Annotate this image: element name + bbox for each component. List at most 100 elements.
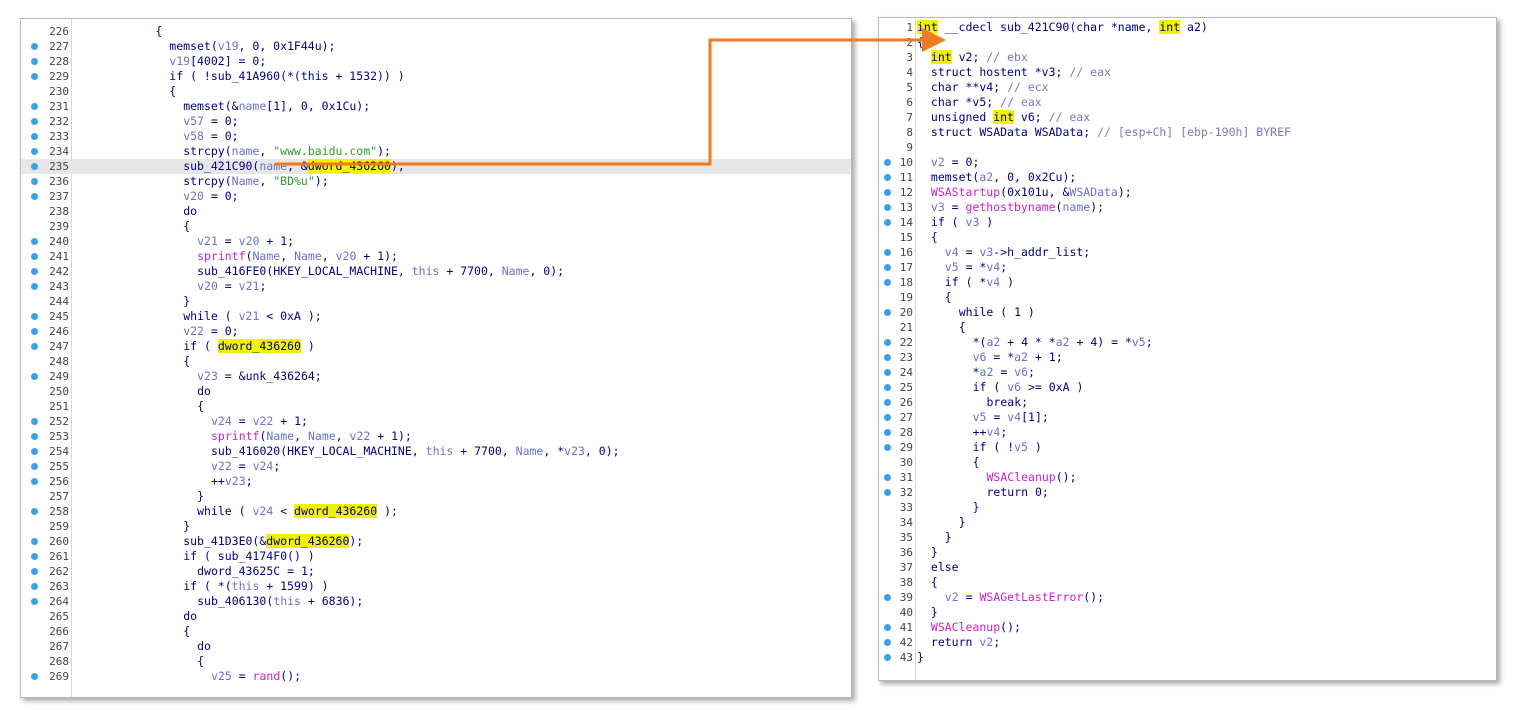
breakpoint-dot-icon[interactable] [884, 219, 891, 226]
code-line-9[interactable]: 9 [879, 140, 1496, 155]
breakpoint-dot-icon[interactable] [884, 474, 891, 481]
breakpoint-dot-icon[interactable] [31, 478, 38, 485]
code-line-34[interactable]: 34} [879, 515, 1496, 530]
breakpoint-dot-icon[interactable] [884, 594, 891, 601]
breakpoint-dot-icon[interactable] [884, 309, 891, 316]
breakpoint-dot-icon[interactable] [884, 624, 891, 631]
breakpoint-dot-icon[interactable] [31, 43, 38, 50]
code-line-19[interactable]: 19{ [879, 290, 1496, 305]
breakpoint-dot-icon[interactable] [884, 279, 891, 286]
code-line-33[interactable]: 33} [879, 500, 1496, 515]
breakpoint-dot-icon[interactable] [884, 654, 891, 661]
breakpoint-dot-icon[interactable] [884, 264, 891, 271]
code-line-266[interactable]: 266{ [21, 624, 851, 639]
code-line-259[interactable]: 259} [21, 519, 851, 534]
code-line-251[interactable]: 251{ [21, 399, 851, 414]
breakpoint-dot-icon[interactable] [31, 553, 38, 560]
breakpoint-dot-icon[interactable] [884, 489, 891, 496]
code-line-2[interactable]: 2{ [879, 35, 1496, 50]
code-line-43[interactable]: 43} [879, 650, 1496, 665]
breakpoint-dot-icon[interactable] [31, 163, 38, 170]
breakpoint-dot-icon[interactable] [31, 268, 38, 275]
breakpoint-dot-icon[interactable] [31, 148, 38, 155]
code-line-21[interactable]: 21{ [879, 320, 1496, 335]
breakpoint-dot-icon[interactable] [884, 354, 891, 361]
breakpoint-dot-icon[interactable] [31, 448, 38, 455]
code-line-248[interactable]: 248{ [21, 354, 851, 369]
breakpoint-dot-icon[interactable] [884, 189, 891, 196]
breakpoint-dot-icon[interactable] [31, 253, 38, 260]
code-token[interactable]: int [930, 50, 952, 64]
breakpoint-dot-icon[interactable] [31, 418, 38, 425]
breakpoint-dot-icon[interactable] [31, 103, 38, 110]
breakpoint-dot-icon[interactable] [884, 444, 891, 451]
breakpoint-dot-icon[interactable] [31, 58, 38, 65]
code-line-35[interactable]: 35} [879, 530, 1496, 545]
breakpoint-dot-icon[interactable] [31, 433, 38, 440]
breakpoint-dot-icon[interactable] [31, 583, 38, 590]
code-token[interactable]: dword_436260 [266, 534, 350, 548]
code-token[interactable]: dword_436260 [217, 339, 301, 353]
code-line-24[interactable]: 24*a2 = v6; [879, 365, 1496, 380]
breakpoint-dot-icon[interactable] [31, 328, 38, 335]
code-token[interactable]: int [993, 110, 1014, 124]
breakpoint-dot-icon[interactable] [884, 204, 891, 211]
breakpoint-dot-icon[interactable] [884, 414, 891, 421]
breakpoint-dot-icon[interactable] [884, 639, 891, 646]
code-line-38[interactable]: 38{ [879, 575, 1496, 590]
breakpoint-dot-icon[interactable] [31, 463, 38, 470]
code-line-30[interactable]: 30{ [879, 455, 1496, 470]
code-line-226[interactable]: 226{ [21, 24, 851, 39]
code-token[interactable]: int [917, 20, 938, 34]
breakpoint-dot-icon[interactable] [31, 508, 38, 515]
code-line-40[interactable]: 40} [879, 605, 1496, 620]
breakpoint-dot-icon[interactable] [31, 373, 38, 380]
code-token[interactable]: dword_436260 [307, 159, 391, 173]
breakpoint-dot-icon[interactable] [31, 283, 38, 290]
code-token[interactable]: int [1159, 20, 1181, 34]
